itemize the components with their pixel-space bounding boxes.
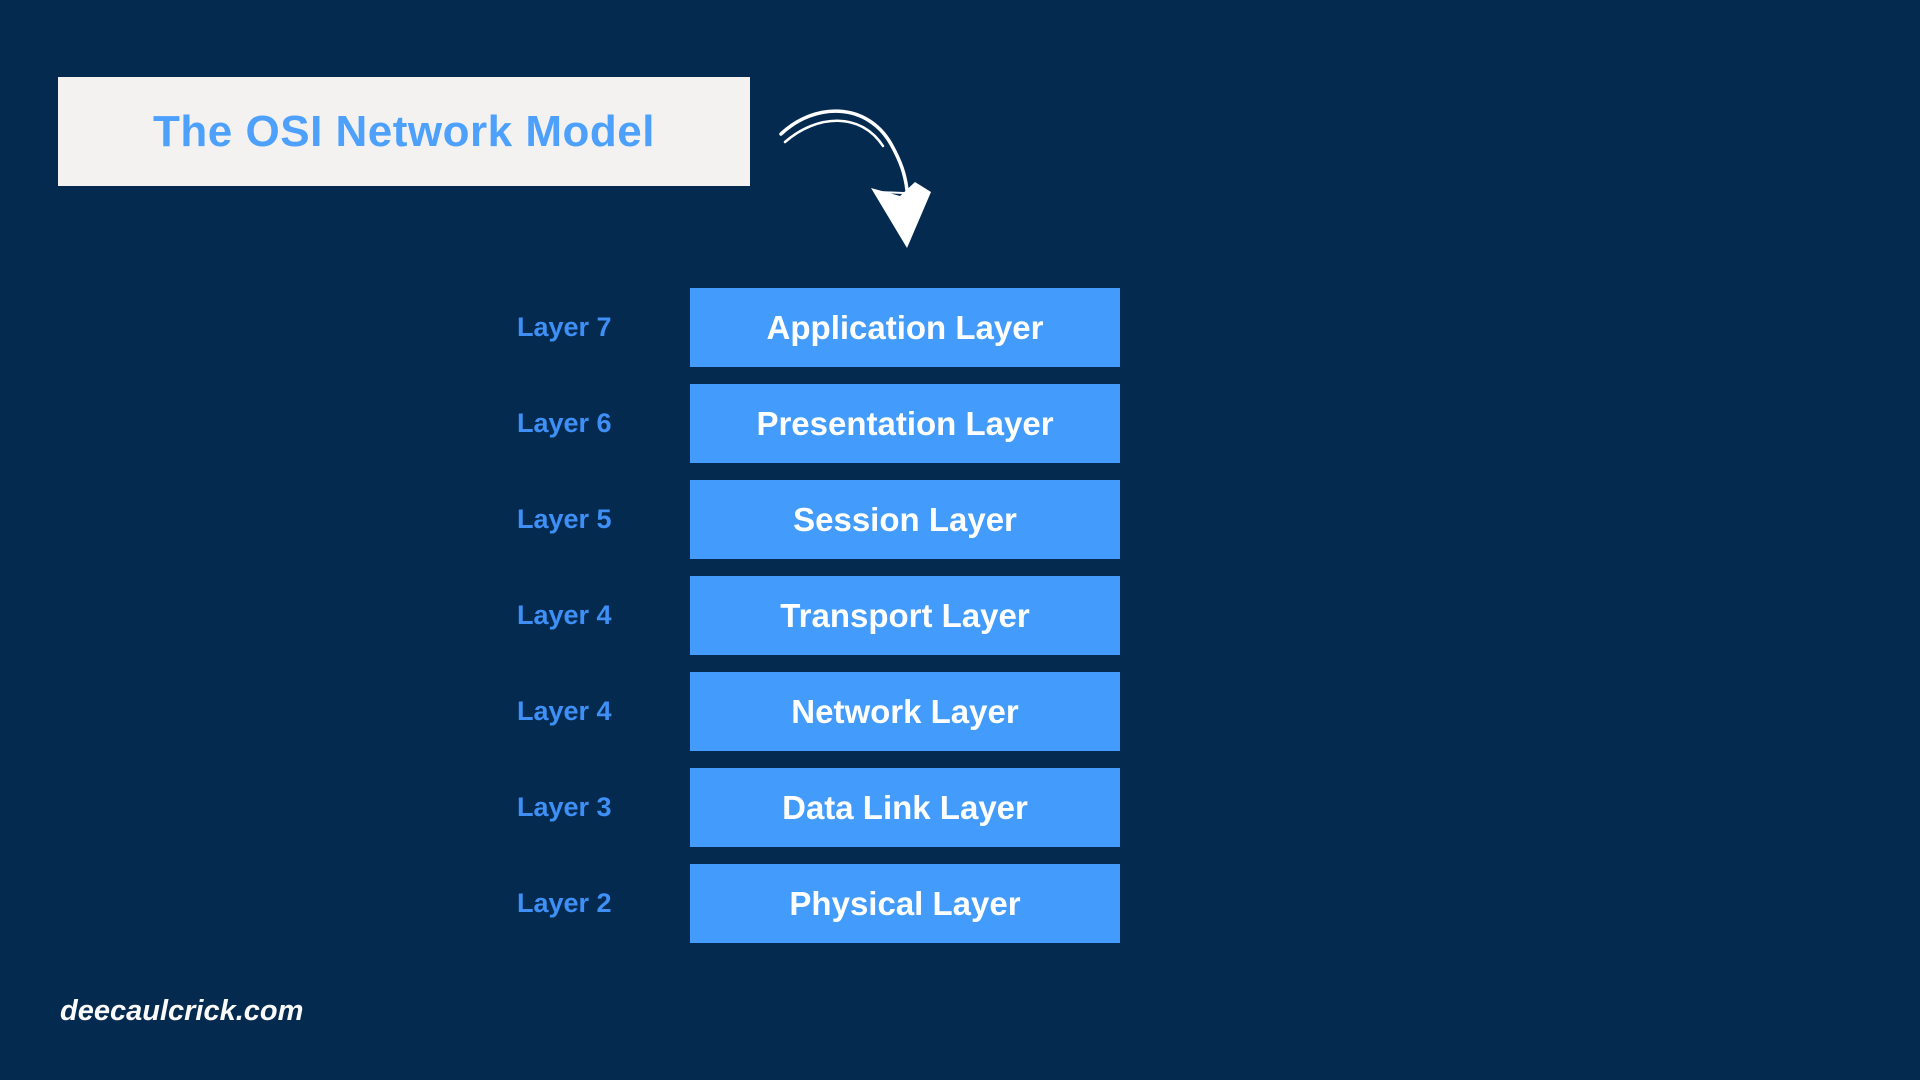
layer-number-label: Layer 5 <box>517 504 612 534</box>
layer-number-label: Layer 2 <box>517 888 612 918</box>
layer-number-label: Layer 6 <box>517 408 612 438</box>
title-box: The OSI Network Model <box>58 77 750 186</box>
osi-layer-row: Layer 2 Physical Layer <box>0 864 1920 943</box>
layer-bar: Data Link Layer <box>690 768 1120 847</box>
layer-bar: Session Layer <box>690 480 1120 559</box>
layer-number-label: Layer 3 <box>517 792 612 822</box>
layer-bar: Application Layer <box>690 288 1120 367</box>
osi-layer-row: Layer 5 Session Layer <box>0 480 1920 559</box>
layer-number-label: Layer 4 <box>517 600 612 630</box>
layer-bar: Transport Layer <box>690 576 1120 655</box>
page-title: The OSI Network Model <box>153 106 655 156</box>
website-watermark: deecaulcrick.com <box>60 995 304 1027</box>
osi-layer-row: Layer 3 Data Link Layer <box>0 768 1920 847</box>
layer-number-label: Layer 4 <box>517 696 612 726</box>
layer-number-label: Layer 7 <box>517 312 612 342</box>
osi-layer-row: Layer 6 Presentation Layer <box>0 384 1920 463</box>
layer-bar: Network Layer <box>690 672 1120 751</box>
layer-bar: Physical Layer <box>690 864 1120 943</box>
layer-bar: Presentation Layer <box>690 384 1120 463</box>
osi-layer-stack: Layer 7 Application Layer Layer 6 Presen… <box>0 288 1920 960</box>
curved-arrow-icon <box>775 100 945 250</box>
osi-layer-row: Layer 4 Transport Layer <box>0 576 1920 655</box>
osi-layer-row: Layer 7 Application Layer <box>0 288 1920 367</box>
osi-layer-row: Layer 4 Network Layer <box>0 672 1920 751</box>
